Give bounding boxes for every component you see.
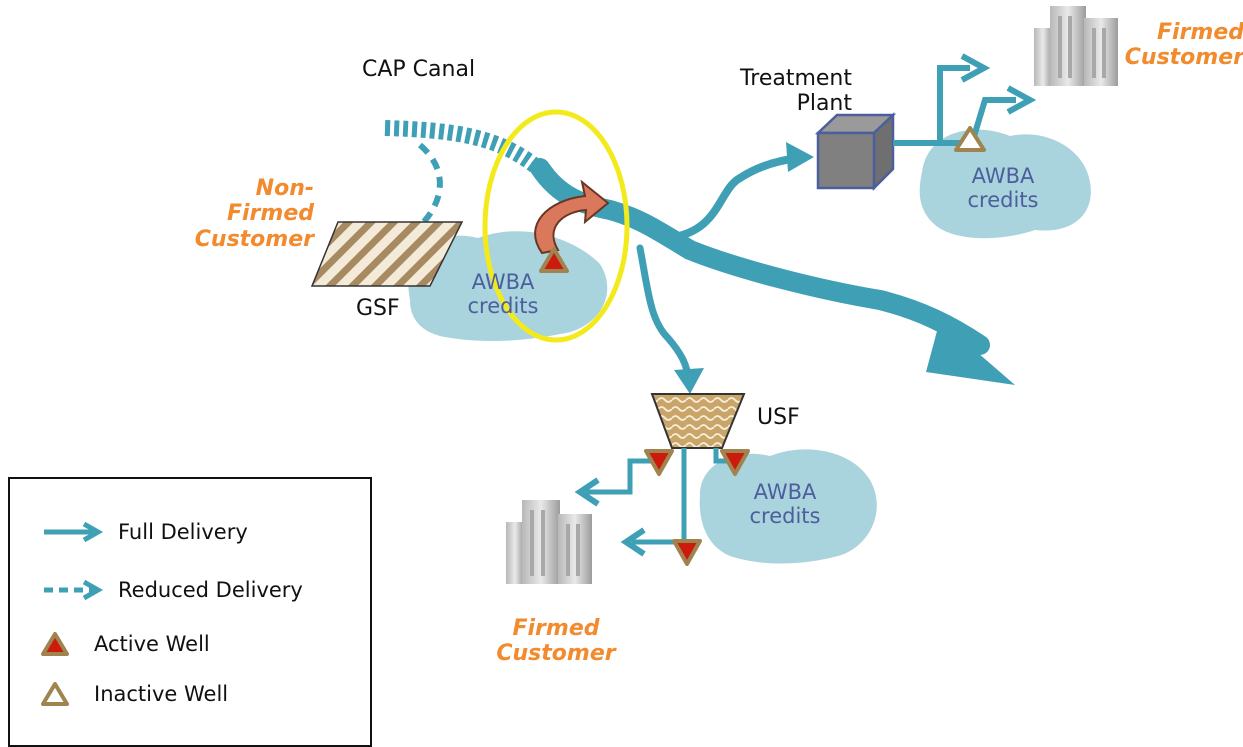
plant-outflow-branch	[940, 97, 1016, 146]
legend-reduced-delivery-label: Reduced Delivery	[118, 578, 303, 602]
gsf-label: GSF	[356, 296, 400, 321]
awba-storage-area-usf	[699, 449, 877, 564]
credit-transfer-arrow	[534, 179, 610, 255]
plant-outflow-arrowhead-1	[960, 53, 991, 83]
canal-arrowhead	[926, 320, 1015, 385]
awba-credits-label-gsf: AWBA credits	[448, 270, 558, 318]
flow-to-treatment-plant	[664, 154, 804, 242]
active-well-legend-icon	[41, 632, 69, 656]
legend-active-well-label: Active Well	[94, 632, 210, 656]
legend-row-active-well: Active Well	[40, 629, 210, 659]
active-well-icon-usf-1	[644, 449, 674, 476]
firmed-customer-bottom-line1: Firmed	[512, 616, 600, 641]
flow-to-usf	[636, 244, 692, 384]
non-firmed-customer-label: Non- Firmed Customer	[184, 176, 314, 252]
cap-canal-label: CAP Canal	[362, 57, 476, 82]
treatment-plant-label-line2: Plant	[796, 91, 852, 117]
firmed-customer-bottom-line2: Customer	[496, 641, 616, 667]
awba-usf-line1: AWBA	[753, 480, 817, 504]
treatment-plant-label-line1: Treatment	[740, 66, 852, 91]
usf-pipe-arrowhead-2	[620, 527, 646, 557]
flow-to-usf-arrowhead	[674, 368, 704, 394]
active-well-icon	[539, 247, 569, 273]
legend-full-delivery-label: Full Delivery	[118, 520, 248, 544]
awba-usf-line2: credits	[749, 504, 821, 529]
awba-plant-line2: credits	[967, 188, 1039, 213]
non-firmed-line2: Firmed	[226, 201, 314, 227]
legend-row-reduced-delivery: Reduced Delivery	[40, 575, 303, 605]
canal-dashed-segment	[384, 120, 546, 177]
reduced-delivery-arrow-icon	[44, 580, 104, 600]
inactive-well-legend-icon	[41, 682, 69, 706]
awba-credits-label-usf: AWBA credits	[730, 480, 840, 528]
legend-box: Full Delivery Reduced Delivery Active We…	[8, 477, 372, 747]
plant-outflow-main	[893, 65, 970, 146]
awba-gsf-line1: AWBA	[471, 270, 535, 294]
firmed-customer-label-bottom: Firmed Customer	[482, 616, 630, 667]
awba-credits-label-plant: AWBA credits	[948, 164, 1058, 212]
non-firmed-line3: Customer	[194, 226, 314, 252]
inactive-well-icon	[954, 126, 986, 152]
flow-to-treatment-plant-arrowhead	[786, 142, 814, 172]
canal-main	[530, 158, 990, 355]
legend-inactive-well-label: Inactive Well	[94, 682, 229, 706]
active-well-icon-usf-2	[720, 449, 750, 476]
gsf-parallelogram-icon	[310, 221, 464, 287]
awba-gsf-line2: credits	[467, 294, 539, 319]
awba-storage-area-plant	[919, 129, 1091, 239]
treatment-plant-label: Treatment Plant	[712, 66, 852, 117]
non-firmed-line1: Non-	[255, 176, 314, 201]
firmed-customer-label-top: Firmed Customer	[1112, 20, 1243, 71]
building-icon-bottom	[506, 500, 592, 584]
building-icon	[1034, 6, 1118, 86]
active-well-icon-usf-3	[672, 539, 702, 566]
plant-outflow-arrowhead-2	[1006, 85, 1037, 115]
awba-plant-line1: AWBA	[971, 164, 1035, 188]
firmed-customer-top-line2: Customer	[1124, 45, 1243, 71]
highlight-ellipse	[482, 109, 630, 343]
treatment-plant-cube-icon	[814, 112, 897, 192]
legend-row-full-delivery: Full Delivery	[40, 517, 248, 547]
usf-basin-icon	[650, 393, 746, 449]
full-delivery-arrow-icon	[44, 522, 104, 542]
usf-label: USF	[757, 405, 800, 430]
usf-pipe-arrowhead-1	[574, 477, 600, 507]
legend-row-inactive-well: Inactive Well	[40, 679, 228, 709]
firmed-customer-top-line1: Firmed	[1156, 20, 1243, 45]
